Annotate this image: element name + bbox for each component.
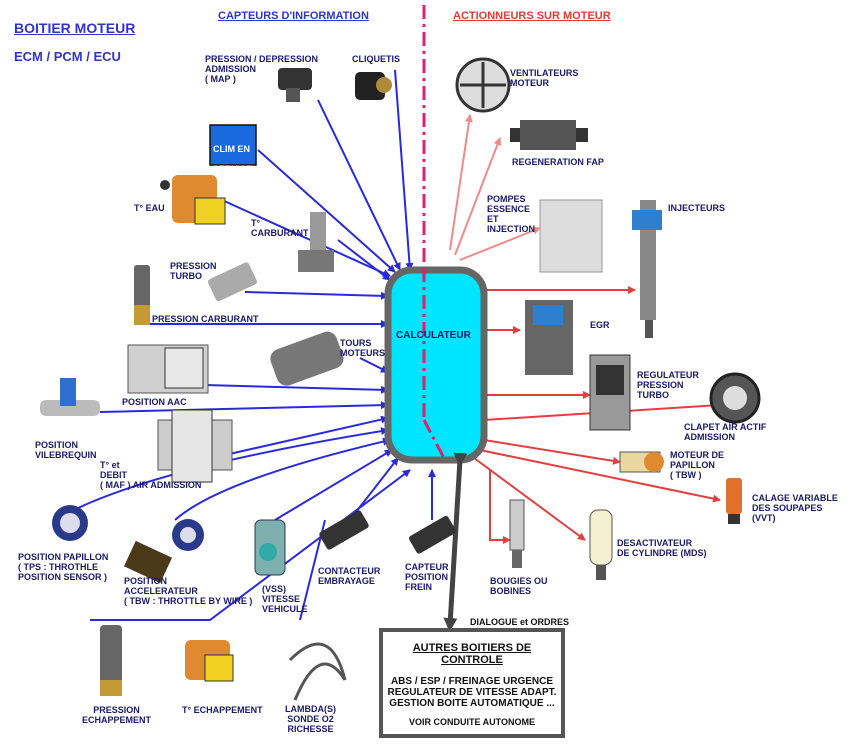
label-pression-admission: PRESSION / DEPRESSION ADMISSION ( MAP ) xyxy=(205,54,319,84)
label-dialogue: DIALOGUE et ORDRES xyxy=(470,617,570,627)
vehicle-speed-sensor-icon xyxy=(254,519,286,576)
label-pression-carburant: PRESSION CARBURANT xyxy=(152,314,259,324)
map-sensor-icon xyxy=(278,68,312,102)
label-pompes: POMPES ESSENCE ET INJECTION xyxy=(487,194,536,234)
label-clim: CLIM EN SERVICE xyxy=(213,134,252,174)
label-t-echappement: T° ECHAPPEMENT xyxy=(182,705,263,715)
label-vitesse-vehicule: (VSS) VITESSE VEHICULE xyxy=(262,584,308,614)
label-desactivateur: DESACTIVATEUR DE CYLINDRE (MDS) xyxy=(617,538,707,558)
label-maf: T° et DEBIT ( MAF ) AIR ADMISSION xyxy=(100,460,202,490)
dpf-icon xyxy=(510,120,588,150)
ecu-box xyxy=(384,266,488,464)
other-box-title: AUTRES BOITIERS DE CONTROLE xyxy=(412,642,532,666)
cylinder-deactivator-icon xyxy=(589,509,613,580)
label-pression-echappement: PRESSION ECHAPPEMENT xyxy=(82,705,152,725)
label-position-accelerateur: POSITION ACCELERATEUR ( TBW : THROTTLE B… xyxy=(124,576,253,606)
fuel-pump-icon xyxy=(539,199,603,273)
clim-line1: CLIM EN xyxy=(213,144,250,154)
turbo-pressure-sensor-icon xyxy=(134,262,257,325)
clim-box xyxy=(209,124,257,166)
ecu-label: CALCULATEUR xyxy=(396,330,471,341)
exhaust-pressure-sensor-icon xyxy=(100,625,122,696)
turbo-regulator-icon xyxy=(589,354,631,431)
other-box-line1: ABS / ESP / FREINAGE URGENCE xyxy=(390,676,554,687)
label-egr: EGR xyxy=(590,320,610,330)
label-regeneration-fap: REGENERATION FAP xyxy=(512,157,604,167)
label-injecteurs: INJECTEURS xyxy=(668,203,726,213)
label-contacteur-embrayage: CONTACTEUR EMBRAYAGE xyxy=(318,566,381,586)
injector-icon xyxy=(632,200,662,338)
knock-sensor-icon xyxy=(355,72,392,100)
label-regulateur-turbo: REGULATEUR PRESSION TURBO xyxy=(637,370,699,400)
header-actionneurs: ACTIONNEURS SUR MOTEUR xyxy=(453,10,611,22)
label-lambda: LAMBDA(S) SONDE O2 RICHESSE xyxy=(285,704,336,734)
label-t-carburant: T° CARBURANT xyxy=(251,218,309,238)
maf-sensor-icon xyxy=(157,409,233,483)
exhaust-temp-sensor-icon xyxy=(185,640,234,682)
label-position-aac: POSITION AAC xyxy=(122,397,187,407)
accelerator-pedal-icon xyxy=(123,519,204,584)
air-flap-icon xyxy=(709,372,761,424)
label-capteur-frein: CAPTEUR POSITION FREIN xyxy=(405,562,449,592)
label-vilebrequin: POSITION VILEBREQUIN xyxy=(35,440,97,460)
spark-plug-icon xyxy=(509,499,525,568)
clim-line2: SERVICE xyxy=(213,164,253,174)
cam-sensor-icon xyxy=(127,344,209,394)
label-moteur-papillon: MOTEUR DE PAPILLON ( TBW ) xyxy=(670,450,724,480)
crank-speed-sensor-icon xyxy=(270,331,344,386)
other-box-line2: REGULATEUR DE VITESSE ADAPT. xyxy=(387,687,557,698)
label-ventilateurs: VENTILATEURS MOTEUR xyxy=(510,68,579,88)
throttle-position-sensor-icon xyxy=(52,505,88,541)
header-ecm: ECM / PCM / ECU xyxy=(14,49,121,64)
clutch-switch-icon xyxy=(319,510,369,550)
brake-switch-icon xyxy=(409,515,456,554)
fan-icon xyxy=(455,57,511,113)
other-control-units-box: AUTRES BOITIERS DE CONTROLE ABS / ESP / … xyxy=(379,628,565,738)
header-capteurs: CAPTEURS D'INFORMATION xyxy=(218,10,369,22)
egr-valve-icon xyxy=(525,300,573,375)
crank-position-sensor-icon xyxy=(40,378,100,416)
label-tours-moteurs: TOURS MOTEURS xyxy=(340,338,385,358)
fuel-temp-sensor-icon xyxy=(298,212,334,272)
label-clapet-air: CLAPET AIR ACTIF ADMISSION xyxy=(684,422,767,442)
other-box-line4: VOIR CONDUITE AUTONOME xyxy=(408,717,535,727)
label-t-eau: T° EAU xyxy=(134,203,165,213)
label-pression-turbo: PRESSION TURBO xyxy=(170,261,217,281)
actuator-lines xyxy=(449,114,721,544)
throttle-motor-icon xyxy=(619,451,664,473)
label-bougies: BOUGIES OU BOBINES xyxy=(490,576,548,596)
vvt-icon xyxy=(726,478,742,524)
header-boitier: BOITIER MOTEUR xyxy=(14,20,136,36)
coolant-sensor-icon xyxy=(160,175,226,225)
label-cliquetis: CLIQUETIS xyxy=(352,54,401,64)
label-calage-variable: CALAGE VARIABLE DES SOUPAPES (VVT) xyxy=(752,493,838,523)
dialogue-arrow xyxy=(443,452,468,632)
lambda-sensor-icon xyxy=(288,642,347,701)
other-box-line3: GESTION BOITE AUTOMATIQUE ... xyxy=(389,698,555,709)
label-position-papillon: POSITION PAPILLON ( TPS : THROTHLE POSIT… xyxy=(18,552,109,582)
